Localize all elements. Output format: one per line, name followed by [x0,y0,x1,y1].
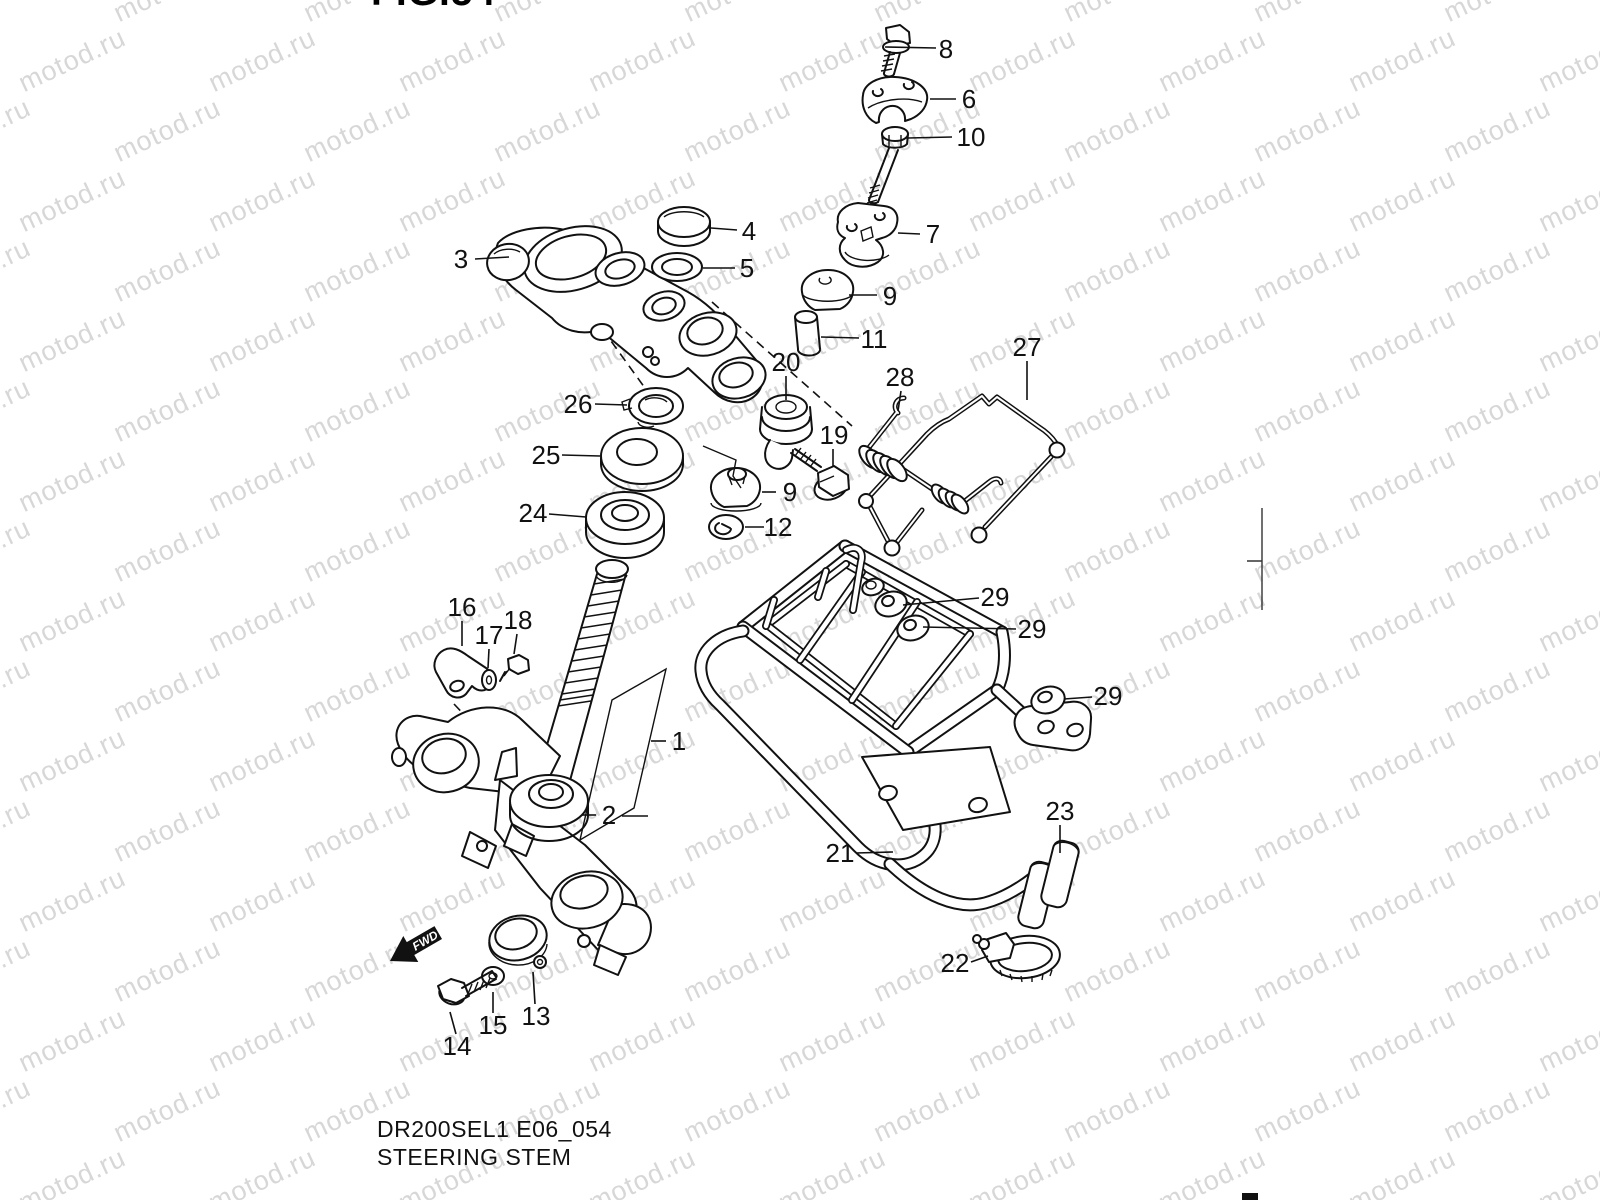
leader-line-24 [548,513,587,518]
part-15-washer [481,966,505,986]
part-9-cushion-center [709,467,762,512]
part-22-hose-clamp [972,932,1061,983]
part-28-spring [858,395,1004,515]
part-3-upper-bracket [486,225,767,404]
part-number-17: 17 [475,620,504,650]
part-number-3: 3 [454,244,468,274]
leader-line-13 [532,971,536,1005]
leader-line-18 [513,633,518,655]
part-8-bolt [880,24,911,78]
part-6-handlebar-clamp [861,75,929,124]
leader-line-22 [970,955,989,963]
part-number-12: 12 [764,512,793,542]
leader-line-14 [449,1011,457,1035]
part-29-grommets [874,590,1066,715]
part-27-wire-stay [858,393,1066,557]
leader-line-29 [1063,696,1093,700]
part-number-23: 23 [1046,796,1075,826]
part-2-bearing-lower [509,774,589,842]
part-number-7: 7 [926,219,940,249]
footer-figure-name: STEERING STEM [377,1144,572,1170]
leader-line-11 [820,336,860,339]
part-number-13: 13 [522,1001,551,1031]
part-21-front-carrier [694,539,1093,912]
part-number-19: 19 [820,420,849,450]
part-number-9: 9 [783,477,797,507]
part-1-steering-stem-plane [578,667,668,842]
leader-line-17 [487,648,490,669]
part-number-2: 2 [602,800,616,830]
part-26-steering-stem-nut [621,387,684,428]
page-margin-marks [1242,508,1263,1200]
part-number-24: 24 [519,498,548,528]
part-number-1: 1 [672,726,686,756]
part-number-25: 25 [532,440,561,470]
part-13-clamp-ring [488,914,548,969]
part-20-cushion [759,394,813,470]
part-10-bolt [866,126,909,205]
leader-line-26 [594,403,628,406]
part-number-10: 10 [957,122,986,152]
part-23-rubber-sleeves [1017,839,1080,930]
leader-line-29 [902,597,980,606]
leader-line-8 [884,46,937,49]
part-17-washer [481,669,497,691]
part-number-14: 14 [443,1031,472,1061]
leader-line-7 [897,232,921,235]
leader-line-3 [474,256,510,260]
part-number-21: 21 [826,838,855,868]
part-number-6: 6 [962,84,976,114]
pointer-zigzag [702,445,742,489]
part-number-22: 22 [941,948,970,978]
part-number-20: 20 [772,347,801,377]
fwd-direction-arrow: FWD [390,926,442,962]
part-number-15: 15 [479,1010,508,1040]
leader-line-29 [922,626,1017,630]
part-number-9: 9 [883,281,897,311]
part-number-27: 27 [1013,332,1042,362]
part-number-29: 29 [1094,681,1123,711]
part-number-8: 8 [939,34,953,64]
part-24-bearing-upper [585,491,665,559]
part-5-washer [651,252,703,282]
part-19-bolt [790,447,850,501]
leader-line-28 [897,390,902,412]
part-number-18: 18 [504,605,533,635]
part-number-4: 4 [742,216,756,246]
part-number-5: 5 [740,253,754,283]
part-14-bolt [437,970,497,1006]
part-number-16: 16 [448,592,477,622]
part-number-29: 29 [981,582,1010,612]
part-1-steering-stem [534,559,629,789]
part-number-29: 29 [1018,614,1047,644]
figure-title: FIG.54 [371,0,496,13]
part-11-spacer [794,310,821,357]
part-number-26: 26 [564,389,593,419]
part-number-28: 28 [886,362,915,392]
leader-line-4 [710,227,738,231]
part-18-bolt [499,654,530,682]
part-25-dust-seal [600,427,684,492]
leader-line-21 [855,851,894,854]
part-16-bracket [433,647,494,699]
part-9-cushion-upper [800,269,855,311]
footer-model-code: DR200SEL1 E06_054 [377,1116,612,1142]
part-4-steering-stem-cap [657,206,711,247]
part-7-handlebar-holder [836,202,899,268]
part-number-11: 11 [861,324,888,354]
part-12-grommet [708,514,744,540]
leader-line-10 [907,136,953,139]
leader-line-25 [561,454,601,457]
